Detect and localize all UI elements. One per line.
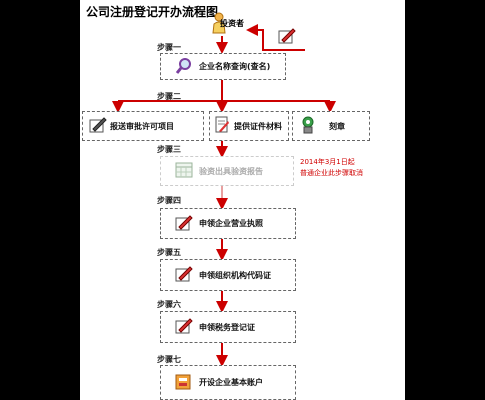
documents-box: 提供证件材料 [209,111,289,141]
page-title: 公司注册登记开办流程图 [86,5,219,19]
bank-account-label: 开设企业基本账户 [199,378,263,387]
documents-label: 提供证件材料 [234,121,282,131]
step-5-label: 步骤五 [157,248,181,257]
pen-icon [89,117,107,135]
investor-label: 投资者 [220,19,244,28]
bank-account-box: 开设企业基本账户 [160,365,296,400]
note-line-1: 2014年3月1日起 [300,158,355,166]
document-icon [214,116,230,136]
step-6-label: 步骤六 [157,300,181,309]
step-2-label: 步骤二 [157,92,181,101]
pen-icon [175,266,193,284]
name-check-box: 企业名称查询(查名) [160,53,286,80]
org-code-box: 申领组织机构代码证 [160,259,296,291]
seal-box: 刻章 [292,111,370,141]
seal-label: 刻章 [329,121,345,131]
approval-label: 报送审批许可项目 [110,121,174,131]
cancellation-note: 2014年3月1日起 普通企业此步骤取消 [300,157,363,179]
name-check-label: 企业名称查询(查名) [199,62,271,71]
pen-icon [175,214,193,233]
magnifier-icon [175,57,193,77]
person-icon [212,12,226,38]
capital-report-label: 验资出具验资报告 [199,166,263,176]
pen-icon [175,318,193,336]
approval-box: 报送审批许可项目 [82,111,204,141]
business-license-box: 申领企业营业执照 [160,208,296,239]
step-4-label: 步骤四 [157,196,181,205]
flowchart-canvas: 公司注册登记开办流程图 投资者 步骤一 企业名称查询(查名) 步骤二 [80,0,405,400]
stamp-icon [299,116,317,136]
tax-registration-label: 申领税务登记证 [199,322,255,332]
note-line-2: 普通企业此步骤取消 [300,169,363,177]
org-code-label: 申领组织机构代码证 [199,270,271,280]
step-3-label: 步骤三 [157,145,181,154]
calendar-icon [175,162,193,180]
card-icon [175,373,193,393]
business-license-label: 申领企业营业执照 [199,219,263,228]
capital-report-box: 验资出具验资报告 [160,156,294,186]
tax-registration-box: 申领税务登记证 [160,311,296,343]
pen-icon [278,28,296,48]
step-1-label: 步骤一 [157,43,181,52]
connector-lines [112,24,336,367]
step-7-label: 步骤七 [157,355,181,364]
